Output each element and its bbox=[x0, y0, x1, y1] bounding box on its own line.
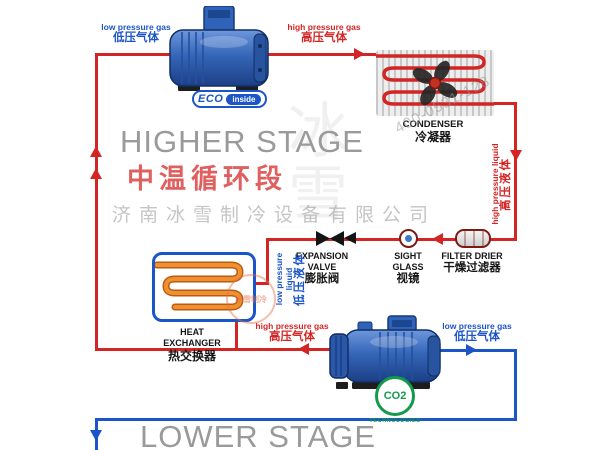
eco-brand: ECO bbox=[198, 93, 224, 105]
sight-glass-label-en1: SIGHT bbox=[394, 251, 422, 261]
heat-exchanger bbox=[152, 252, 256, 322]
expansion-valve-label-en2: VALVE bbox=[307, 261, 337, 272]
condenser-fan-icon bbox=[412, 60, 458, 106]
expansion-valve-label-en1: EXPANSION bbox=[295, 251, 349, 261]
label-en: low pressure liquid bbox=[274, 252, 295, 306]
sight-glass-label-en2: GLASS bbox=[392, 261, 424, 272]
label-en: low pressure gas bbox=[442, 321, 512, 331]
label-low-pressure-gas-lower: low pressure gas 低压气体 bbox=[438, 321, 516, 345]
expansion-valve-label: EXPANSION VALVE 膨胀阀 bbox=[290, 251, 354, 286]
label-high-pressure-gas-lower: high pressure gas 高压气体 bbox=[252, 321, 332, 345]
pipe-lp-liquid-drop bbox=[266, 238, 269, 285]
pipe-discharge-top bbox=[264, 53, 378, 56]
co2-technologies-badge: CO2 TECHNOLOGIES bbox=[368, 376, 422, 424]
valve-flow-arrow bbox=[344, 232, 356, 244]
heat-exchanger-label-en2: EXCHANGER bbox=[163, 337, 221, 348]
filter-drier-bands bbox=[457, 231, 489, 246]
label-zh: 高压气体 bbox=[301, 32, 347, 45]
heat-exchanger-label-zh: 热交换器 bbox=[167, 348, 216, 363]
heat-exchanger-coil bbox=[155, 261, 244, 311]
sight-glass-symbol bbox=[399, 229, 418, 248]
pipe-hx-bottom-stub bbox=[235, 322, 238, 351]
label-zh: 低压液体 bbox=[294, 252, 307, 306]
co2-title: CO2 bbox=[383, 390, 407, 402]
eco-inside-badge: ECO inside bbox=[192, 90, 268, 108]
label-en: high pressure gas bbox=[255, 321, 329, 331]
pipe-suction-top bbox=[95, 53, 173, 56]
label-zh: 高压液体 bbox=[500, 157, 513, 211]
flow-arrow-left-hotgas bbox=[298, 343, 309, 355]
higher-stage-title: HIGHER STAGE bbox=[120, 124, 364, 159]
pipe-liquid-line bbox=[267, 238, 517, 241]
higher-stage-title-zh: 中温循环段 bbox=[127, 164, 287, 194]
expansion-valve-symbol bbox=[316, 231, 344, 246]
flow-arrow-up-1 bbox=[90, 146, 102, 157]
filter-drier-label-zh: 干燥过滤器 bbox=[443, 261, 501, 274]
higher-stage-compressor bbox=[168, 5, 270, 92]
watermark-big-text: 冰雪 bbox=[288, 98, 348, 228]
flow-arrow-up-2 bbox=[90, 168, 102, 179]
flow-arrow-right-suction bbox=[466, 344, 477, 356]
label-zh: 高压气体 bbox=[269, 331, 315, 344]
heat-exchanger-label: HEAT EXCHANGER 热交换器 bbox=[150, 327, 234, 363]
flow-arrow-left-liquid bbox=[432, 233, 443, 245]
label-zh: 低压气体 bbox=[454, 331, 500, 344]
heat-exchanger-label-en1: HEAT bbox=[180, 327, 204, 337]
filter-drier-label: FILTER DRIER 干燥过滤器 bbox=[434, 251, 510, 276]
compressor-icon bbox=[169, 5, 269, 91]
pipe-bottom-red bbox=[95, 348, 353, 351]
condenser-label-zh: 冷凝器 bbox=[414, 130, 451, 145]
label-low-pressure-liquid: low pressure liquid 低压液体 bbox=[274, 243, 308, 315]
lower-stage-title: LOWER STAGE bbox=[140, 419, 377, 450]
sight-glass-label-zh: 视镜 bbox=[396, 272, 420, 285]
sight-glass-lens bbox=[405, 235, 412, 242]
label-zh: 低压气体 bbox=[113, 32, 159, 45]
flow-arrow-right-discharge bbox=[354, 48, 365, 60]
condenser-label: CONDENSER 冷凝器 bbox=[392, 119, 474, 145]
co2-ring-icon: CO2 bbox=[375, 376, 415, 416]
label-en: high pressure gas bbox=[287, 22, 361, 32]
filter-drier-symbol bbox=[455, 229, 491, 248]
label-en: low pressure gas bbox=[101, 22, 171, 32]
flow-arrow-down-blue bbox=[90, 430, 102, 441]
co2-subtitle: TECHNOLOGIES bbox=[369, 418, 421, 424]
expansion-valve-label-zh: 膨胀阀 bbox=[304, 272, 340, 285]
label-en: high pressure liquid bbox=[490, 143, 500, 225]
pipe-left-riser bbox=[95, 53, 98, 351]
pipe-condenser-exit bbox=[488, 102, 517, 105]
filter-drier-label-en: FILTER DRIER bbox=[441, 251, 503, 261]
label-high-pressure-liquid: high pressure liquid 高压液体 bbox=[490, 140, 514, 228]
flow-arrow-down-liquid bbox=[510, 150, 522, 161]
sight-glass-label: SIGHT GLASS 视镜 bbox=[384, 251, 432, 286]
watermark-company: 济南冰雪制冷设备有限公司 bbox=[112, 205, 437, 226]
label-high-pressure-gas-top: high pressure gas 高压气体 bbox=[278, 22, 370, 46]
pipe-blue-right-drop bbox=[514, 349, 517, 421]
condenser-label-en: CONDENSER bbox=[402, 119, 464, 130]
pipe-right-drop bbox=[514, 102, 517, 241]
eco-suffix: inside bbox=[226, 93, 262, 105]
label-low-pressure-gas-top: low pressure gas 低压气体 bbox=[90, 22, 182, 46]
pipe-hx-right-stub bbox=[256, 282, 269, 285]
pipe-blue-bottom bbox=[95, 418, 517, 421]
